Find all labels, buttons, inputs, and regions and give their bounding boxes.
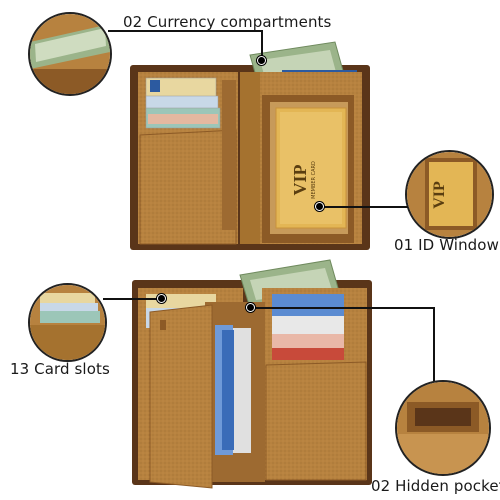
card-slots-callout-dot: [157, 294, 166, 303]
id-window-inset: [405, 150, 494, 239]
id-window-label: 01 ID Window: [394, 236, 499, 254]
id-callout-line: [320, 206, 408, 208]
vip-card-subtitle: MEMBER CARD: [311, 161, 317, 199]
currency-inset: [28, 12, 112, 96]
hidden-callout-line-h: [252, 307, 434, 309]
vip-card-top: VIP MEMBER CARD: [290, 154, 330, 206]
wallet-bottom-illustration: [0, 250, 500, 500]
currency-callout-line-h2: [248, 30, 262, 32]
currency-callout-line-h: [108, 30, 248, 32]
hidden-callout-line-v: [433, 307, 435, 381]
card-slots-callout-line: [103, 298, 161, 300]
id-callout-dot: [315, 202, 324, 211]
wallet-top-illustration: [130, 41, 370, 250]
hidden-callout-dot: [246, 303, 255, 312]
card-slots-inset: [28, 283, 107, 362]
vip-card-inset-title: VIP: [431, 181, 448, 209]
hidden-pockets-label: 02 Hidden pockets: [371, 477, 500, 495]
vip-card-inset: VIP: [431, 165, 461, 225]
currency-compartments-label: 02 Currency compartments: [123, 13, 332, 31]
card-slots-label: 13 Card slots: [10, 360, 110, 378]
hidden-pockets-inset: [395, 380, 491, 476]
vip-card-title: VIP: [290, 164, 310, 196]
currency-callout-dot: [257, 56, 266, 65]
currency-callout-line-v: [261, 30, 263, 58]
